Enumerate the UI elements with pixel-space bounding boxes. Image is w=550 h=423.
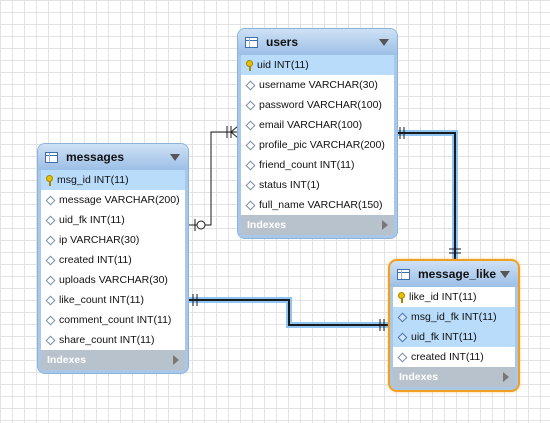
table-messages[interactable]: messages msg_id INT(11) message VARCHAR(… (38, 144, 188, 373)
table-icon (397, 268, 410, 280)
column-row[interactable]: profile_pic VARCHAR(200) (241, 135, 394, 155)
column-label: msg_id_fk INT(11) (411, 311, 497, 323)
indexes-label: Indexes (247, 219, 287, 231)
column-label: uid_fk INT(11) (59, 214, 125, 226)
expand-arrow-icon[interactable] (382, 220, 388, 230)
column-label: profile_pic VARCHAR(200) (259, 139, 385, 151)
column-diamond-icon (45, 295, 56, 305)
column-row[interactable]: msg_id_fk INT(11) (393, 307, 515, 327)
table-header[interactable]: users (238, 29, 397, 55)
column-label: uploads VARCHAR(30) (59, 274, 168, 286)
table-icon (45, 151, 58, 163)
column-label: email VARCHAR(100) (259, 119, 363, 131)
column-label: created INT(11) (59, 254, 132, 266)
collapse-triangle-icon[interactable] (379, 38, 389, 46)
column-row[interactable]: username VARCHAR(30) (241, 75, 394, 95)
column-row[interactable]: friend_count INT(11) (241, 155, 394, 175)
column-label: username VARCHAR(30) (259, 79, 378, 91)
table-title: message_like (418, 267, 497, 281)
column-label: share_count INT(11) (59, 334, 155, 346)
column-diamond-icon (45, 275, 56, 285)
column-row[interactable]: uid_fk INT(11) (41, 210, 185, 230)
column-label: uid_fk INT(11) (411, 331, 477, 343)
column-diamond-icon (245, 160, 256, 170)
column-row[interactable]: uid_fk INT(11) (393, 327, 515, 347)
column-diamond-icon (245, 180, 256, 190)
column-list: uid INT(11) username VARCHAR(30) passwor… (241, 55, 394, 215)
column-row[interactable]: created INT(11) (393, 347, 515, 367)
column-row[interactable]: ip VARCHAR(30) (41, 230, 185, 250)
key-icon (45, 174, 54, 186)
table-message-like[interactable]: message_like like_id INT(11) msg_id_fk I… (390, 261, 518, 390)
column-label: uid INT(11) (257, 59, 309, 71)
column-diamond-icon (245, 100, 256, 110)
column-diamond-icon (45, 255, 56, 265)
relation-messages-message-like (188, 294, 390, 331)
indexes-section[interactable]: Indexes (41, 350, 185, 370)
column-list: msg_id INT(11) message VARCHAR(200) uid_… (41, 170, 185, 350)
column-list: like_id INT(11) msg_id_fk INT(11) uid_fk… (393, 287, 515, 367)
table-title: users (266, 35, 299, 49)
table-title: messages (66, 150, 125, 164)
column-row[interactable]: like_id INT(11) (393, 287, 515, 307)
column-diamond-icon (45, 235, 56, 245)
collapse-triangle-icon[interactable] (170, 153, 180, 161)
column-label: ip VARCHAR(30) (59, 234, 140, 246)
column-diamond-icon (245, 140, 256, 150)
column-diamond-icon (245, 80, 256, 90)
relation-messages-users (188, 125, 239, 231)
table-header[interactable]: message_like (390, 261, 518, 287)
table-users[interactable]: users uid INT(11) username VARCHAR(30) p… (238, 29, 397, 238)
column-row[interactable]: email VARCHAR(100) (241, 115, 394, 135)
column-row[interactable]: like_count INT(11) (41, 290, 185, 310)
column-label: password VARCHAR(100) (259, 99, 382, 111)
indexes-section[interactable]: Indexes (241, 215, 394, 235)
foreign-key-diamond-icon (397, 332, 408, 342)
foreign-key-diamond-icon (397, 312, 408, 322)
column-row[interactable]: msg_id INT(11) (41, 170, 185, 190)
column-diamond-icon (397, 352, 408, 362)
indexes-label: Indexes (399, 371, 439, 383)
column-diamond-icon (45, 195, 56, 205)
indexes-label: Indexes (47, 354, 87, 366)
column-label: full_name VARCHAR(150) (259, 199, 383, 211)
key-icon (397, 291, 406, 303)
column-row[interactable]: password VARCHAR(100) (241, 95, 394, 115)
column-diamond-icon (45, 315, 56, 325)
column-label: like_count INT(11) (59, 294, 145, 306)
column-row[interactable]: status INT(1) (241, 175, 394, 195)
column-diamond-icon (245, 200, 256, 210)
column-row[interactable]: comment_count INT(11) (41, 310, 185, 330)
expand-arrow-icon[interactable] (503, 372, 509, 382)
column-row[interactable]: message VARCHAR(200) (41, 190, 185, 210)
collapse-triangle-icon[interactable] (500, 270, 510, 278)
column-diamond-icon (245, 120, 256, 130)
column-label: comment_count INT(11) (59, 314, 172, 326)
column-label: message VARCHAR(200) (59, 194, 180, 206)
column-row[interactable]: full_name VARCHAR(150) (241, 195, 394, 215)
table-icon (245, 36, 258, 48)
column-label: friend_count INT(11) (259, 159, 355, 171)
column-row[interactable]: created INT(11) (41, 250, 185, 270)
column-row[interactable]: uid INT(11) (241, 55, 394, 75)
expand-arrow-icon[interactable] (173, 355, 179, 365)
column-row[interactable]: share_count INT(11) (41, 330, 185, 350)
column-row[interactable]: uploads VARCHAR(30) (41, 270, 185, 290)
column-label: msg_id INT(11) (57, 174, 129, 186)
table-header[interactable]: messages (38, 144, 188, 170)
column-label: created INT(11) (411, 351, 484, 363)
column-label: status INT(1) (259, 179, 320, 191)
column-label: like_id INT(11) (409, 291, 477, 303)
indexes-section[interactable]: Indexes (393, 367, 515, 387)
column-diamond-icon (45, 215, 56, 225)
column-diamond-icon (45, 335, 56, 345)
key-icon (245, 59, 254, 71)
relation-users-message-like (397, 127, 461, 262)
